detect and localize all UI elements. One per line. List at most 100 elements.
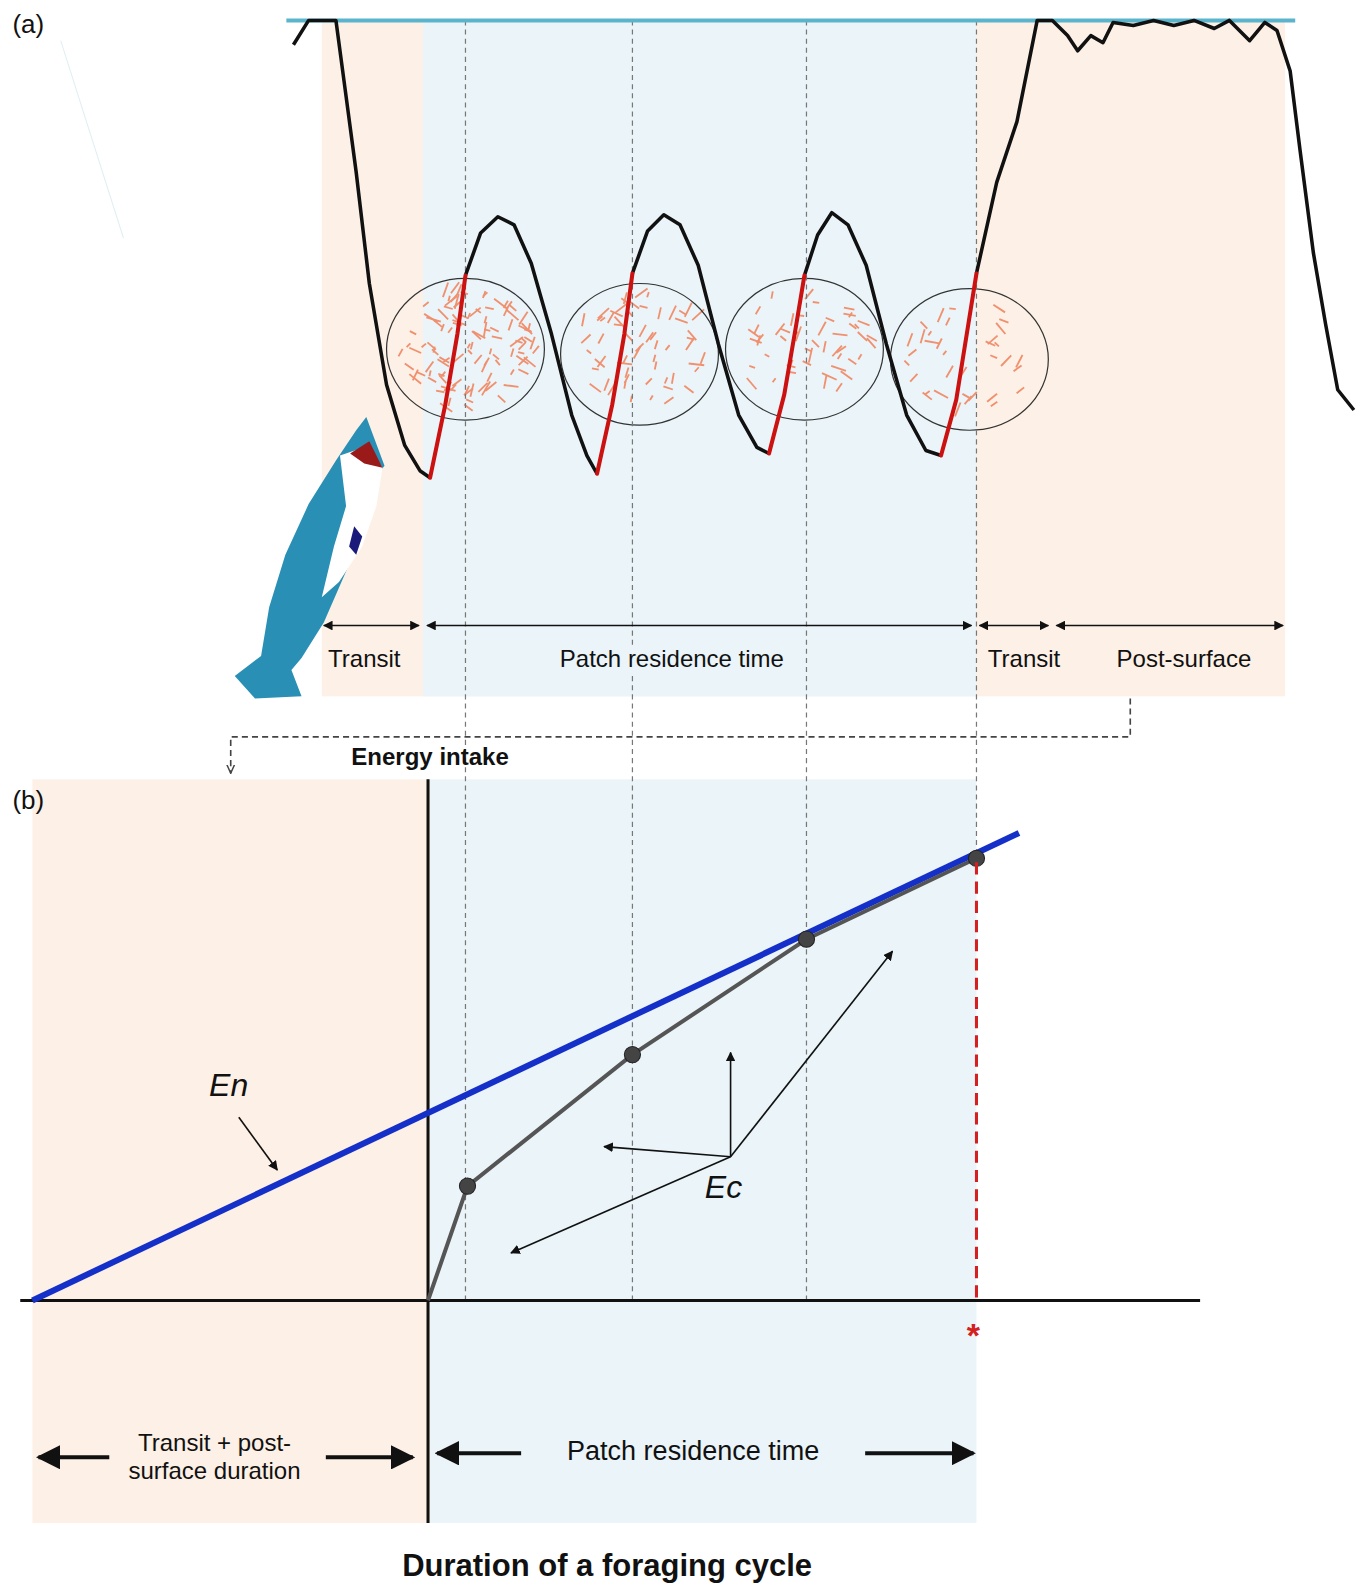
- prey-dash: [747, 378, 757, 389]
- ec-points: [459, 850, 984, 1194]
- prey-dash: [934, 390, 948, 398]
- ec-curve: [428, 858, 976, 1300]
- prey-dash: [441, 324, 444, 331]
- prey-dash: [509, 319, 513, 330]
- y-axis: [427, 779, 430, 1523]
- prey-dash: [658, 307, 661, 319]
- prey-dash: [610, 311, 622, 317]
- prey-dash: [498, 395, 505, 402]
- prey-dash: [530, 337, 534, 349]
- prey-dash: [650, 395, 653, 400]
- prey-dash: [780, 329, 790, 333]
- prey-dash: [780, 336, 786, 341]
- prey-dash: [831, 366, 846, 371]
- prey-dash: [925, 341, 940, 344]
- prey-dash: [836, 383, 842, 391]
- prey-dash: [624, 292, 627, 304]
- prey-dash: [443, 282, 448, 297]
- link-line: [231, 698, 1131, 773]
- prey-dash: [996, 323, 1005, 334]
- phase-label: Transit: [983, 645, 1065, 673]
- prey-dash: [669, 306, 676, 320]
- prey-dash: [844, 308, 854, 310]
- prey-dash: [640, 306, 648, 308]
- curve-label: En: [209, 1066, 248, 1103]
- prey-dash: [754, 325, 759, 334]
- prey-dash: [675, 318, 688, 323]
- prey-dash: [484, 358, 489, 366]
- prey-dash: [533, 346, 539, 354]
- prey-dash: [665, 377, 668, 383]
- patch-band: [423, 20, 977, 696]
- prey-dash: [826, 318, 834, 322]
- prey-dash: [848, 359, 856, 364]
- prey-dash: [943, 351, 946, 355]
- prey-dash: [701, 352, 705, 364]
- prey-dash: [473, 331, 485, 338]
- prey-dash: [598, 334, 603, 344]
- prey-dash: [468, 350, 472, 354]
- prey-dash: [791, 313, 794, 325]
- prey-dash: [410, 331, 416, 334]
- dive-profile: [293, 20, 1353, 477]
- prey-dash: [416, 372, 425, 376]
- prey-dash: [672, 373, 674, 384]
- prey-dash: [476, 309, 481, 313]
- panel-letter: (a): [12, 10, 44, 40]
- prey-dash: [655, 340, 658, 349]
- prey-dash: [823, 341, 825, 352]
- prey-dash: [928, 331, 931, 335]
- prey-dash: [1017, 387, 1024, 393]
- prey-dash: [441, 372, 445, 377]
- prey-dash: [867, 335, 877, 341]
- prey-dash: [841, 371, 852, 379]
- prey-dash: [468, 344, 470, 349]
- prey-dash: [949, 308, 955, 311]
- prey-dash: [655, 361, 657, 369]
- prey-dash: [664, 397, 673, 403]
- prey-dash: [771, 291, 772, 298]
- prey-dash: [475, 355, 482, 364]
- panel-letter: (b): [12, 786, 44, 816]
- prey-dash: [921, 329, 925, 343]
- prey-dash: [653, 355, 655, 362]
- transit-band: [32, 779, 430, 1523]
- prey-dash: [688, 330, 696, 340]
- prey-dash: [809, 348, 812, 363]
- prey-dash: [450, 384, 456, 390]
- prey-dash: [684, 386, 693, 393]
- prey-dash: [832, 346, 842, 357]
- lunge: [430, 273, 976, 477]
- prey-dash: [749, 366, 755, 368]
- prey-dash: [485, 382, 496, 391]
- prey-dash: [511, 369, 514, 374]
- stray-line: [61, 41, 124, 238]
- prey-dash: [631, 396, 632, 402]
- prey-dash: [639, 325, 645, 337]
- phase-label: Post-surface: [1112, 645, 1257, 673]
- prey-dash: [518, 352, 524, 354]
- prey-dash: [663, 386, 672, 389]
- prey-dash: [423, 302, 429, 306]
- prey-dash: [438, 359, 449, 366]
- prey-dash: [600, 318, 605, 322]
- span-label: Patch residence time: [567, 1437, 819, 1468]
- prey-dash: [646, 378, 652, 384]
- prey-dash: [518, 369, 528, 374]
- prey-dash: [429, 370, 430, 376]
- prey-dash: [923, 393, 932, 400]
- x-axis: [20, 1299, 1200, 1302]
- prey-dash: [968, 392, 976, 401]
- prey-dash: [407, 343, 411, 347]
- prey-dash: [858, 332, 867, 341]
- prey-dash: [409, 348, 421, 353]
- prey-dash: [490, 348, 492, 354]
- prey-dash: [516, 356, 528, 364]
- optimum-line: [975, 862, 978, 1300]
- prey-dash: [625, 367, 628, 377]
- guide-lines: [465, 20, 976, 1300]
- prey-dash: [581, 335, 590, 344]
- prey-dash: [849, 324, 856, 329]
- prey-dash: [938, 308, 944, 322]
